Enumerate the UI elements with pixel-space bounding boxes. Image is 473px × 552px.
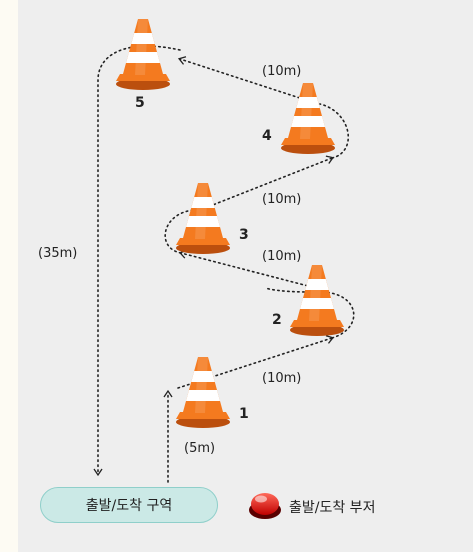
distance-cone3-to-4: (10m)	[262, 192, 302, 207]
distance-cone2-to-3: (10m)	[262, 249, 302, 264]
buzzer-label: 출발/도착 부저	[289, 500, 376, 516]
start-finish-zone-label: 출발/도착 구역	[85, 498, 173, 514]
cone-5-icon	[116, 19, 170, 90]
path-loop-cone4	[319, 103, 349, 159]
cone-number-3: 3	[239, 227, 249, 243]
path-loop-cone3	[164, 209, 196, 254]
cone-number-4: 4	[262, 128, 272, 144]
diagram-panel	[18, 0, 473, 552]
distance-cone5-to-finish: (35m)	[38, 246, 78, 261]
distance-start-to-1: (5m)	[184, 441, 216, 456]
cone-number-1: 1	[239, 406, 249, 422]
cone-2-icon	[290, 265, 344, 336]
cone-1-icon	[176, 357, 230, 428]
cone-4-icon	[281, 83, 335, 154]
path-cone5-to-finish	[93, 45, 181, 477]
cone-number-2: 2	[272, 312, 282, 328]
distance-cone4-to-5: (10m)	[262, 64, 302, 79]
buzzer-icon	[249, 493, 281, 519]
path-cone3-to-cone4	[199, 155, 335, 211]
path-loop-cone2	[264, 287, 355, 339]
start-finish-zone: 출발/도착 구역	[40, 487, 218, 523]
distance-cone1-to-2: (10m)	[262, 371, 302, 386]
cone-3-icon	[176, 183, 230, 254]
cone-number-5: 5	[135, 95, 145, 111]
